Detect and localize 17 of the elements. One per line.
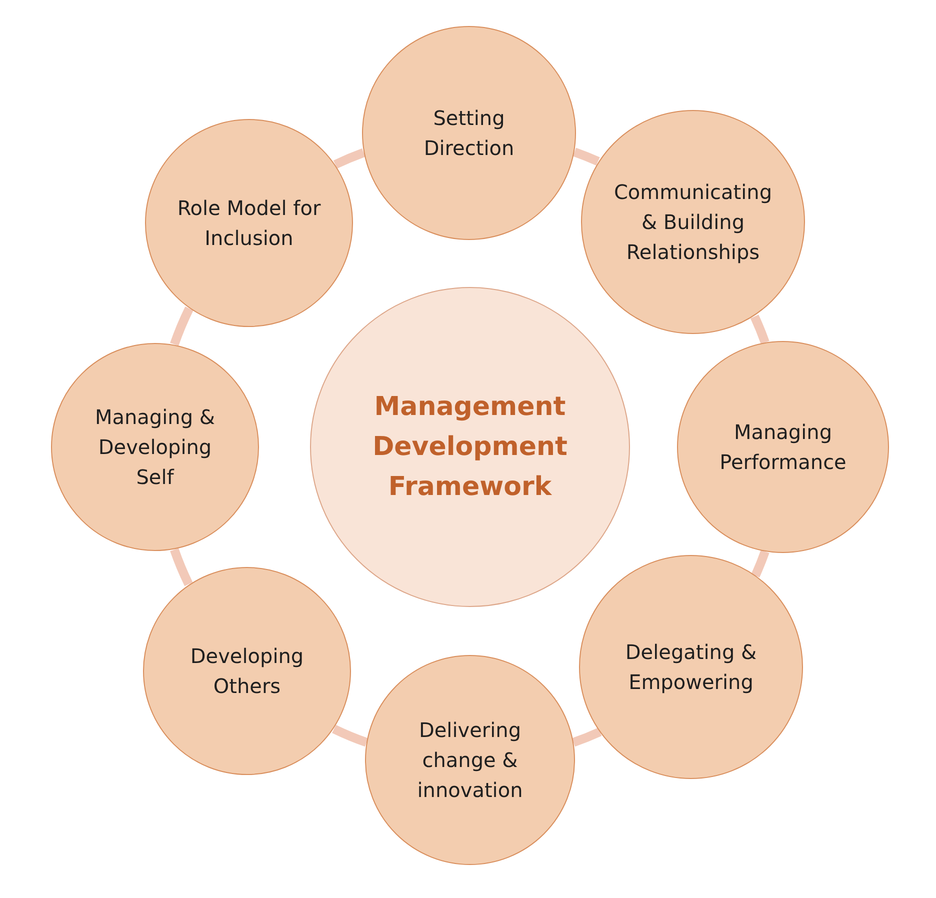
ring-connector <box>572 728 602 747</box>
competency-label: Setting Direction <box>422 105 516 162</box>
competency-label: Communicating & Building Relationships <box>613 179 773 266</box>
ring-connector <box>170 306 194 346</box>
competency-label: Role Model for Inclusion <box>176 195 322 252</box>
ring-connector <box>751 550 770 578</box>
competency-label: Developing Others <box>189 643 305 700</box>
ring-connector <box>332 724 368 747</box>
competency-label: Managing Performance <box>718 419 848 476</box>
ring-connector <box>750 314 770 344</box>
ring-connector <box>572 148 600 166</box>
competency-label: Managing & Developing Self <box>94 404 216 491</box>
competency-label: Delegating & Empowering <box>624 639 758 696</box>
ring-connector <box>170 548 193 586</box>
competency-label: Delivering change & innovation <box>416 717 524 804</box>
framework-title: Management Development Framework <box>372 391 568 504</box>
ring-connector <box>333 148 366 169</box>
